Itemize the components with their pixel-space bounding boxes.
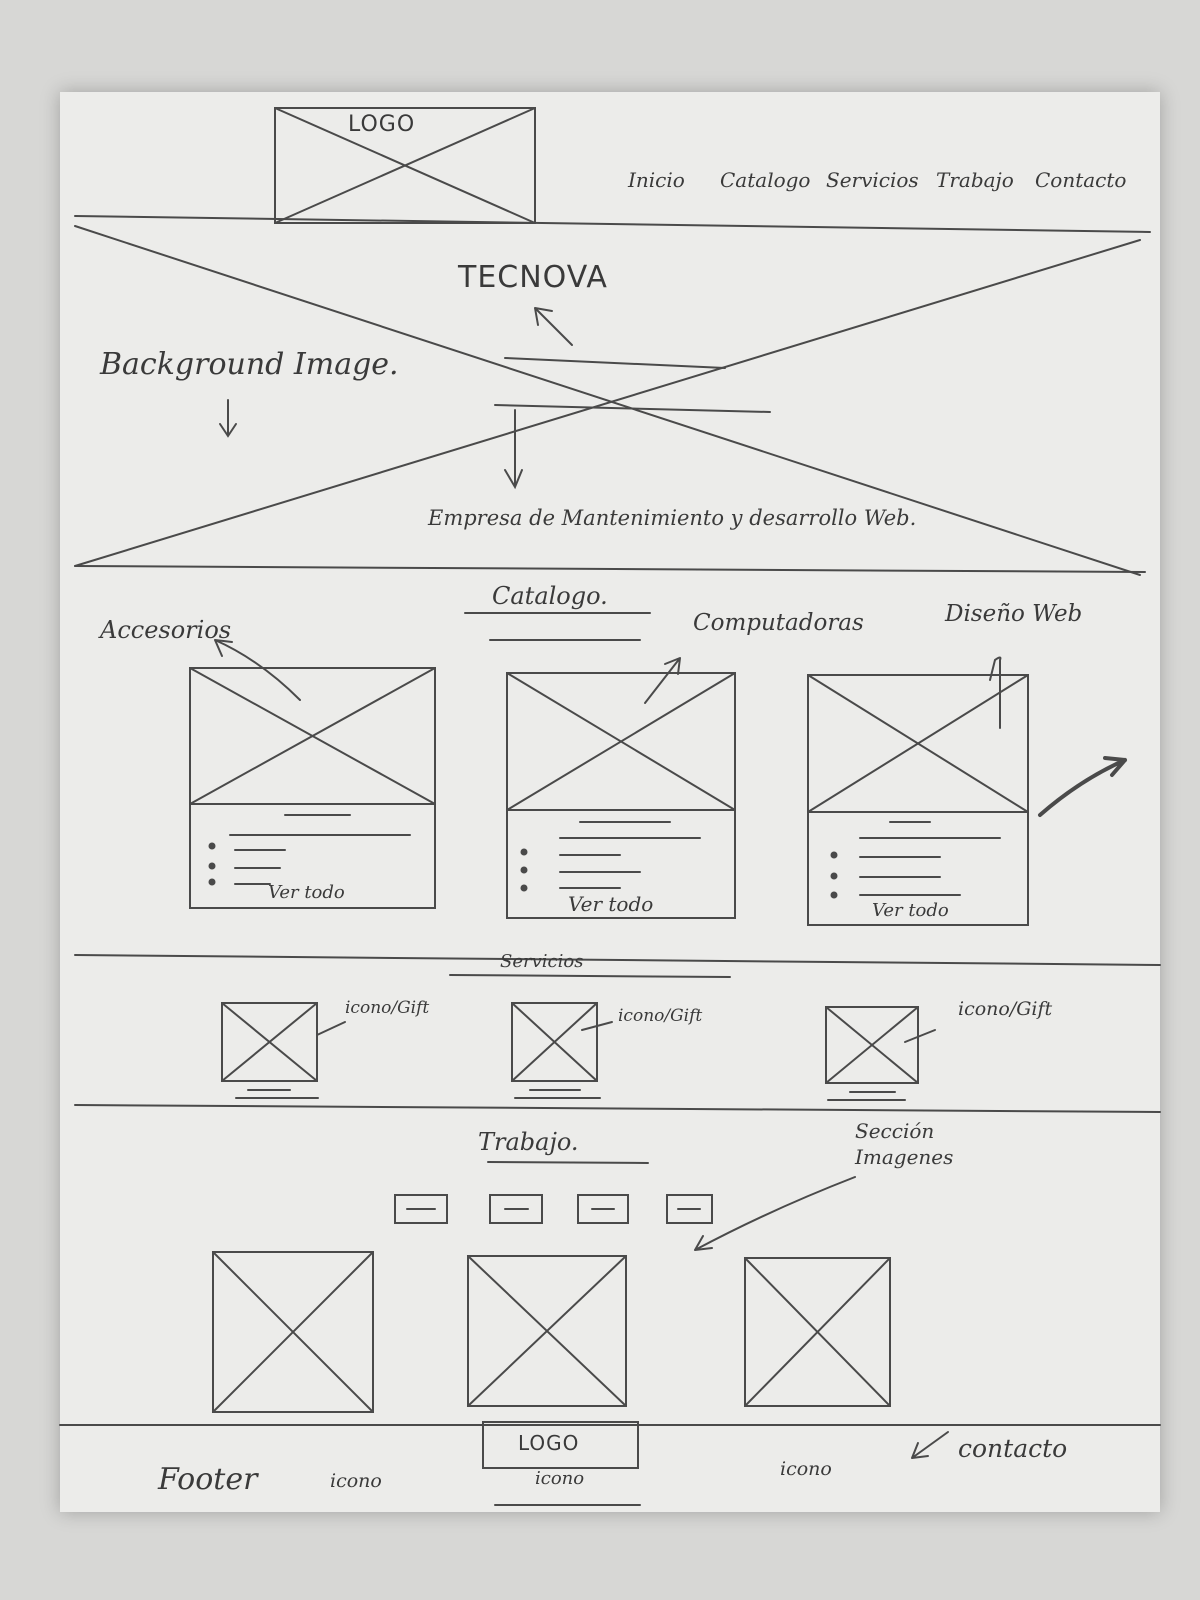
service-icon-3-sketch [825, 1006, 936, 1101]
service-icon-1-sketch [221, 1002, 346, 1099]
catalog-card-3-link[interactable]: Ver todo [872, 900, 949, 921]
paper-sheet [60, 92, 1160, 1512]
footer-contact-note: contacto [958, 1434, 1068, 1463]
nav-servicios[interactable]: Servicios [826, 168, 919, 192]
footer-icon-1[interactable]: icono [330, 1470, 382, 1492]
catalog-card-2-link[interactable]: Ver todo [568, 892, 654, 916]
work-section-note: Sección Imagenes [855, 1119, 954, 1169]
catalog-card-3-sketch [807, 656, 1127, 926]
footer-icon-2[interactable]: icono [535, 1468, 585, 1489]
catalog-title: Catalogo. [492, 582, 608, 610]
footer-logo-label: LOGO [518, 1431, 580, 1455]
catalog-card-2-label: Computadoras [693, 610, 864, 636]
service-icon-2-sketch [511, 1002, 613, 1099]
header-logo-placeholder [274, 107, 536, 224]
catalog-card-1-label: Accesorios [100, 616, 232, 644]
nav-catalogo[interactable]: Catalogo [720, 168, 811, 192]
footer-icon-3[interactable]: icono [780, 1458, 832, 1480]
header-logo-label: LOGO [348, 112, 416, 137]
header-divider [74, 215, 1151, 233]
work-image-1-sketch [212, 1251, 374, 1413]
work-image-2-sketch [467, 1255, 627, 1407]
work-image-3-sketch [744, 1257, 891, 1407]
work-filter-sketch [394, 1194, 713, 1224]
hero-tagline: Empresa de Mantenimiento y desarrollo We… [428, 506, 917, 530]
nav-trabajo[interactable]: Trabajo [936, 168, 1014, 192]
service-1-label: icono/Gift [345, 998, 430, 1018]
catalog-card-1-link[interactable]: Ver todo [268, 882, 345, 903]
hero-brand: TECNOVA [458, 260, 608, 295]
footer-logo-box [482, 1421, 639, 1469]
work-title: Trabajo. [478, 1128, 579, 1156]
catalog-card-1-sketch [189, 639, 436, 909]
service-2-label: icono/Gift [618, 1006, 703, 1026]
hero-background-note: Background Image. [100, 347, 399, 382]
catalog-card-3-label: Diseño Web [945, 601, 1083, 627]
service-3-label: icono/Gift [958, 998, 1053, 1020]
nav-contacto[interactable]: Contacto [1035, 168, 1127, 192]
nav-inicio[interactable]: Inicio [628, 168, 685, 192]
catalog-card-2-sketch [506, 657, 736, 919]
services-title: Servicios [500, 951, 584, 972]
footer-label: Footer [158, 1462, 258, 1497]
hero-background-placeholder [74, 225, 1146, 576]
